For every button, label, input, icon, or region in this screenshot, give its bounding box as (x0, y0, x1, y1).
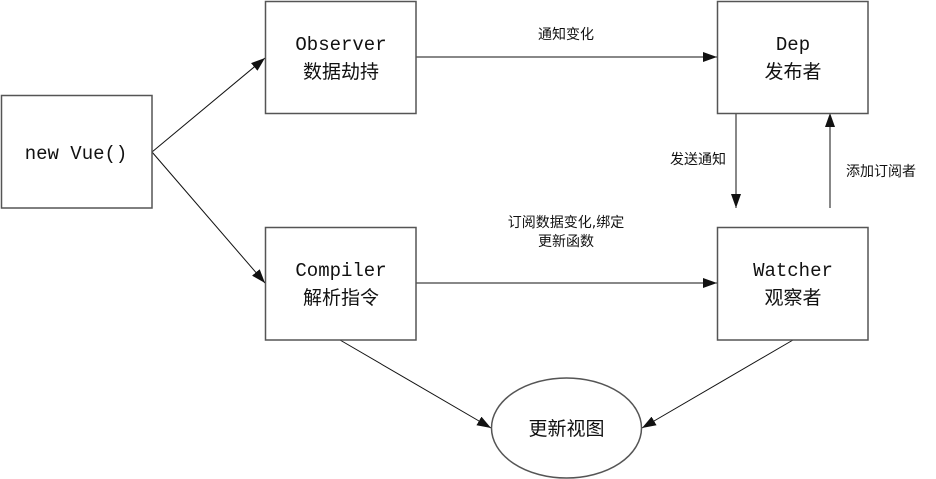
node-compiler-title: Compiler (295, 260, 386, 282)
edge-watcher-to-update-view (641, 339, 794, 429)
node-new-vue: new Vue() (0, 94, 153, 209)
edge-label-notify-change: 通知变化 (538, 26, 594, 43)
node-dep: Dep 发布者 (716, 0, 869, 115)
edge-label-send-notify: 发送通知 (670, 151, 726, 168)
edge-label-subscribe-line1: 订阅数据变化,绑定 (508, 215, 624, 231)
node-observer-subtitle: 数据劫持 (303, 61, 379, 83)
edge-compiler-to-update-view (339, 339, 492, 429)
edge-vue-to-compiler (151, 151, 266, 284)
node-update-view-label: 更新视图 (528, 418, 604, 440)
node-observer-title: Observer (295, 34, 386, 56)
node-new-vue-label: new Vue() (25, 143, 128, 165)
node-compiler-subtitle: 解析指令 (303, 287, 379, 309)
node-dep-title: Dep (776, 34, 810, 56)
edge-label-add-subscriber: 添加订阅者 (846, 164, 916, 180)
edge-label-subscribe-line2: 更新函数 (538, 234, 594, 250)
node-compiler: Compiler 解析指令 (264, 226, 417, 341)
node-watcher: Watcher 观察者 (716, 226, 869, 341)
node-update-view: 更新视图 (490, 377, 643, 479)
node-watcher-title: Watcher (753, 260, 833, 282)
edge-vue-to-observer (151, 57, 266, 153)
node-watcher-subtitle: 观察者 (764, 287, 821, 309)
node-dep-subtitle: 发布者 (764, 61, 821, 83)
node-observer: Observer 数据劫持 (264, 0, 417, 115)
